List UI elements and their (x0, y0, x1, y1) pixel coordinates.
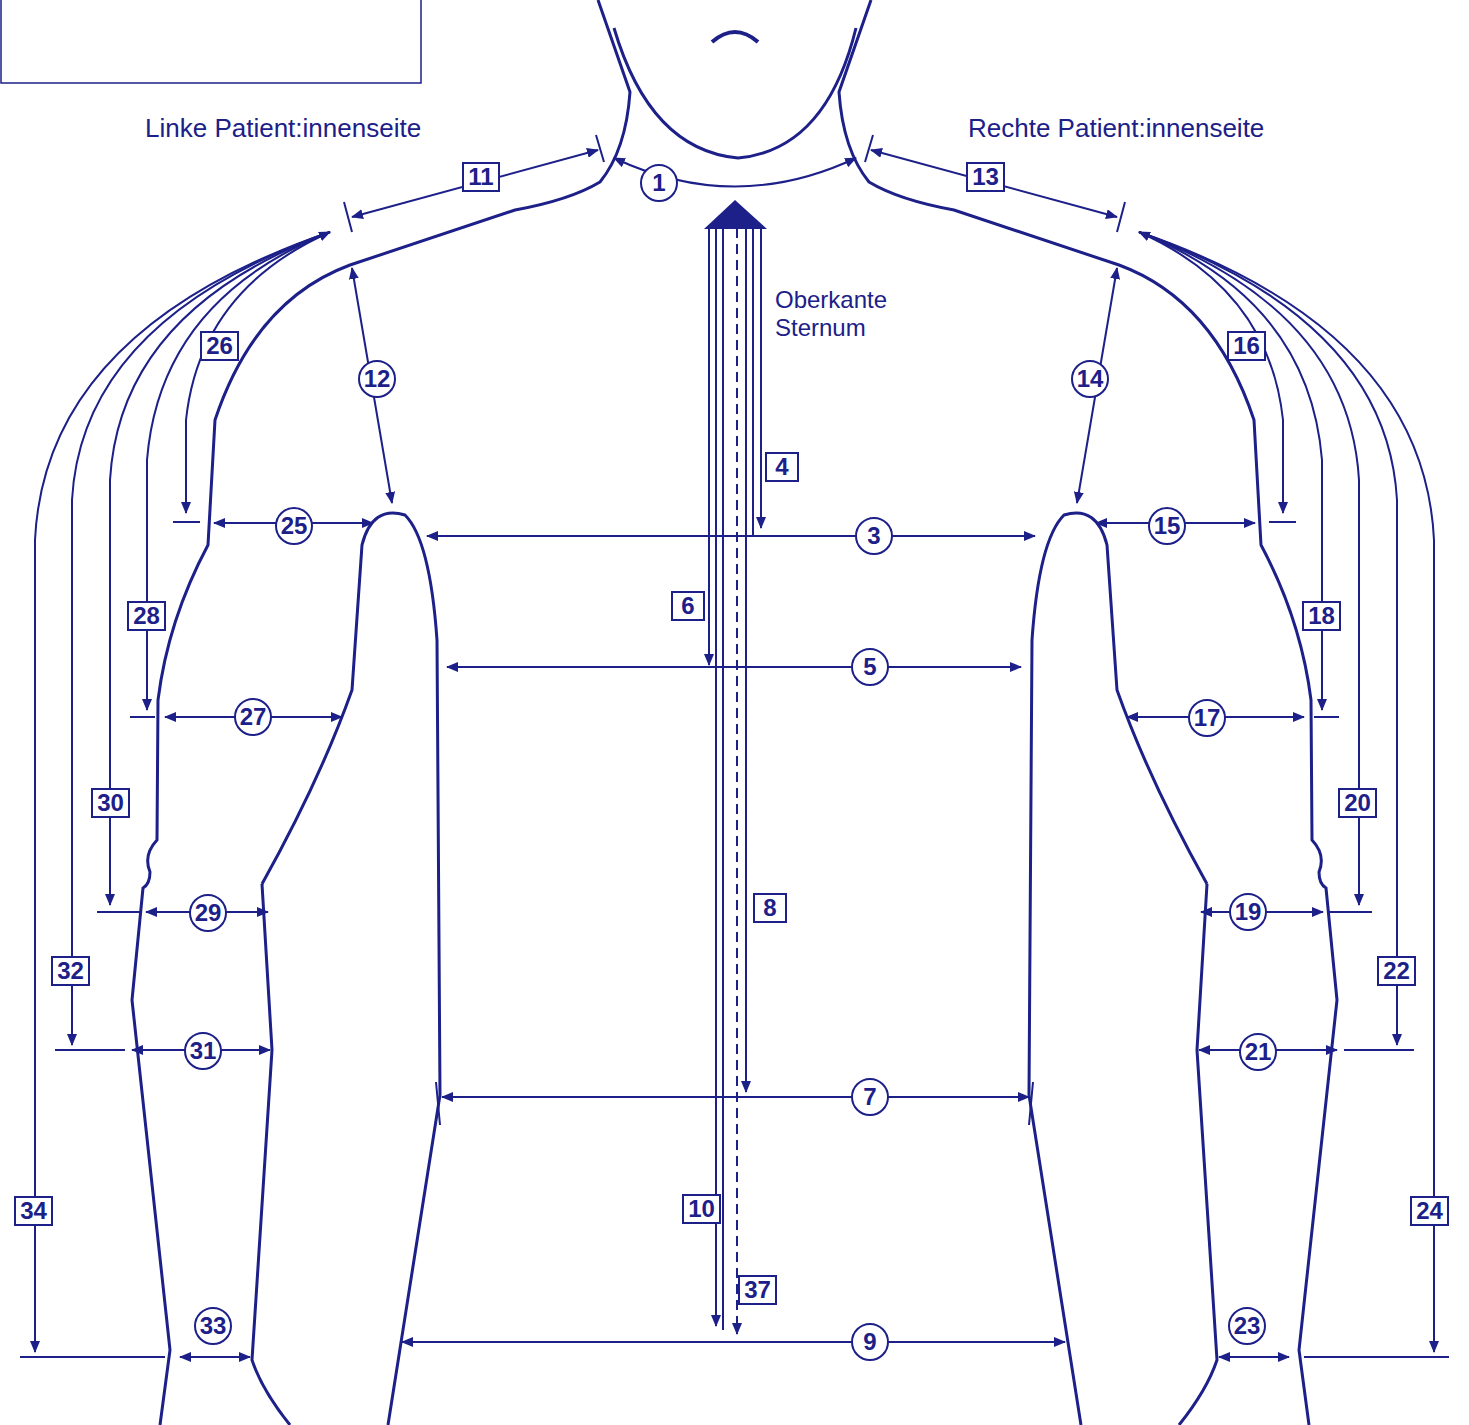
callout-box: 30 (91, 788, 130, 818)
callout-number: 4 (775, 455, 788, 479)
callout-circle: 15 (1148, 507, 1186, 545)
callout-number: 24 (1416, 1199, 1443, 1223)
callout-box: 22 (1377, 956, 1416, 986)
callout-box: 13 (966, 162, 1005, 192)
callout-number: 3 (867, 524, 880, 548)
side-label: Oberkante Sternum (775, 286, 905, 341)
callout-number: 8 (763, 896, 776, 920)
mouth (712, 32, 758, 42)
callout-box: 4 (765, 452, 799, 482)
callout-circle: 5 (851, 648, 889, 686)
callout-circle: 27 (234, 698, 272, 736)
callout-number: 20 (1344, 791, 1371, 815)
callout-number: 33 (200, 1314, 227, 1338)
callout-box: 10 (682, 1194, 721, 1224)
callout-circle: 25 (275, 507, 313, 545)
callout-number: 1 (652, 171, 665, 195)
callout-number: 32 (57, 959, 84, 983)
callout-number: 30 (97, 791, 124, 815)
callout-box: 16 (1227, 331, 1266, 361)
callout-number: 26 (206, 334, 233, 358)
callout-number: 27 (240, 705, 267, 729)
body-half (20, 0, 630, 1425)
callout-box: 28 (127, 601, 166, 631)
callout-number: 17 (1194, 706, 1221, 730)
sternum-triangle (704, 200, 767, 229)
callout-number: 13 (972, 165, 999, 189)
callout-circle: 23 (1228, 1307, 1266, 1345)
callout-number: 16 (1233, 334, 1260, 358)
callout-number: 23 (1234, 1314, 1261, 1338)
torso-lines (402, 228, 1065, 1342)
callout-number: 34 (20, 1199, 47, 1223)
callout-circle: 7 (851, 1078, 889, 1116)
callout-number: 29 (195, 901, 222, 925)
callout-number: 15 (1154, 514, 1181, 538)
callout-box: 26 (200, 331, 239, 361)
callout-box: 6 (671, 591, 705, 621)
callout-number: 31 (190, 1039, 217, 1063)
callout-circle: 33 (194, 1307, 232, 1345)
callout-number: 21 (1245, 1040, 1272, 1064)
callout-number: 6 (681, 594, 694, 618)
callout-box: 8 (753, 893, 787, 923)
callout-number: 7 (863, 1085, 876, 1109)
callout-circle: 1 (640, 164, 678, 202)
side-label: Rechte Patient:innenseite (968, 114, 1348, 144)
callout-circle: 31 (184, 1032, 222, 1070)
callout-number: 5 (863, 655, 876, 679)
callout-circle: 14 (1071, 360, 1109, 398)
callout-number: 11 (468, 165, 493, 189)
callout-box: 32 (51, 956, 90, 986)
callout-circle: 29 (189, 894, 227, 932)
side-label: Linke Patient:innenseite (145, 114, 505, 144)
callout-number: 12 (364, 367, 391, 391)
callout-number: 25 (281, 514, 308, 538)
callout-circle: 9 (851, 1323, 889, 1361)
callout-number: 10 (688, 1197, 715, 1221)
callout-circle: 19 (1229, 893, 1267, 931)
empty-box (1, 0, 421, 83)
callout-number: 22 (1383, 959, 1410, 983)
callout-circle: 17 (1188, 699, 1226, 737)
callout-box: 11 (462, 162, 500, 192)
callout-number: 9 (863, 1330, 876, 1354)
jaw (614, 28, 856, 158)
callout-circle: 3 (855, 517, 893, 555)
callout-circle: 12 (358, 360, 396, 398)
callout-box: 18 (1302, 601, 1341, 631)
callout-number: 28 (133, 604, 160, 628)
callout-number: 19 (1235, 900, 1262, 924)
callout-number: 18 (1308, 604, 1335, 628)
callout-box: 37 (738, 1275, 777, 1305)
callout-number: 14 (1077, 367, 1104, 391)
callout-number: 37 (744, 1278, 771, 1302)
callout-box: 20 (1338, 788, 1377, 818)
callout-box: 24 (1410, 1196, 1449, 1226)
callout-box: 34 (14, 1196, 53, 1226)
callout-circle: 21 (1239, 1033, 1277, 1071)
